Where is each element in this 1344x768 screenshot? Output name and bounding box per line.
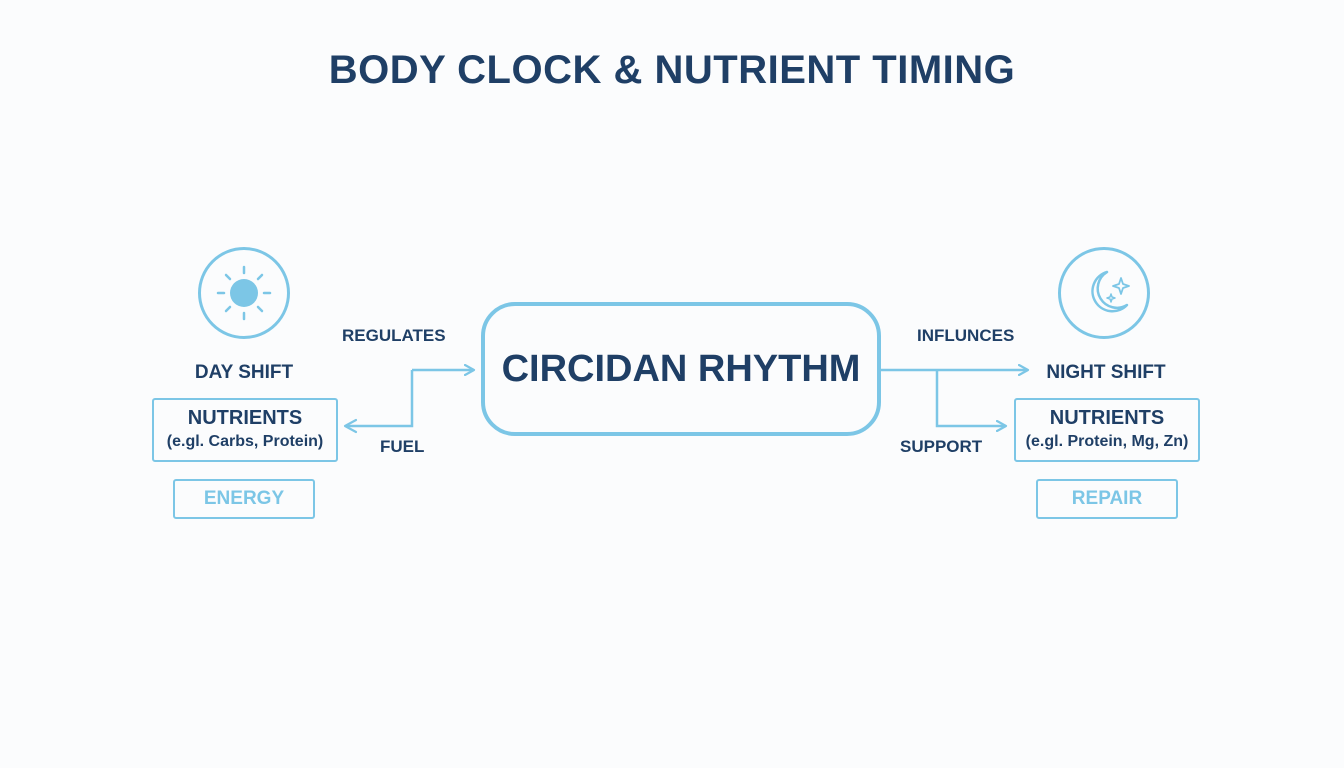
night-nutrients-box: NUTRIENTS (e.gl. Protein, Mg, Zn) [1014, 398, 1200, 462]
day-icon-badge [198, 247, 290, 339]
support-arrow [935, 370, 1006, 426]
page-title: BODY CLOCK & NUTRIENT TIMING [328, 48, 1016, 92]
night-icon-badge [1058, 247, 1150, 339]
day-nutrients-box: NUTRIENTS (e.gl. Carbs, Protein) [152, 398, 338, 462]
night-nutrients-examples: (e.gl. Protein, Mg, Zn) [1025, 433, 1189, 450]
regulates-label: REGULATES [342, 326, 446, 345]
fuel-arrowhead [343, 418, 358, 434]
support-label: SUPPORT [900, 437, 983, 456]
moon-stars-icon [1091, 270, 1130, 313]
night-nutrients-title: NUTRIENTS [1049, 407, 1165, 429]
day-nutrients-title: NUTRIENTS [187, 407, 303, 429]
day-nutrients-examples: (e.gl. Carbs, Protein) [166, 433, 324, 450]
day-shift-label: DAY SHIFT [194, 362, 294, 383]
left-bracket-line [347, 370, 414, 428]
night-shift-label: NIGHT SHIFT [1046, 362, 1166, 383]
fuel-label: FUEL [380, 437, 425, 456]
sun-icon [216, 265, 272, 321]
energy-box: ENERGY [173, 479, 315, 519]
repair-box: REPAIR [1036, 479, 1178, 519]
influnces-label: INFLUNCES [917, 326, 1015, 345]
circadian-rhythm-node: CIRCIDAN RHYTHM [481, 302, 881, 436]
